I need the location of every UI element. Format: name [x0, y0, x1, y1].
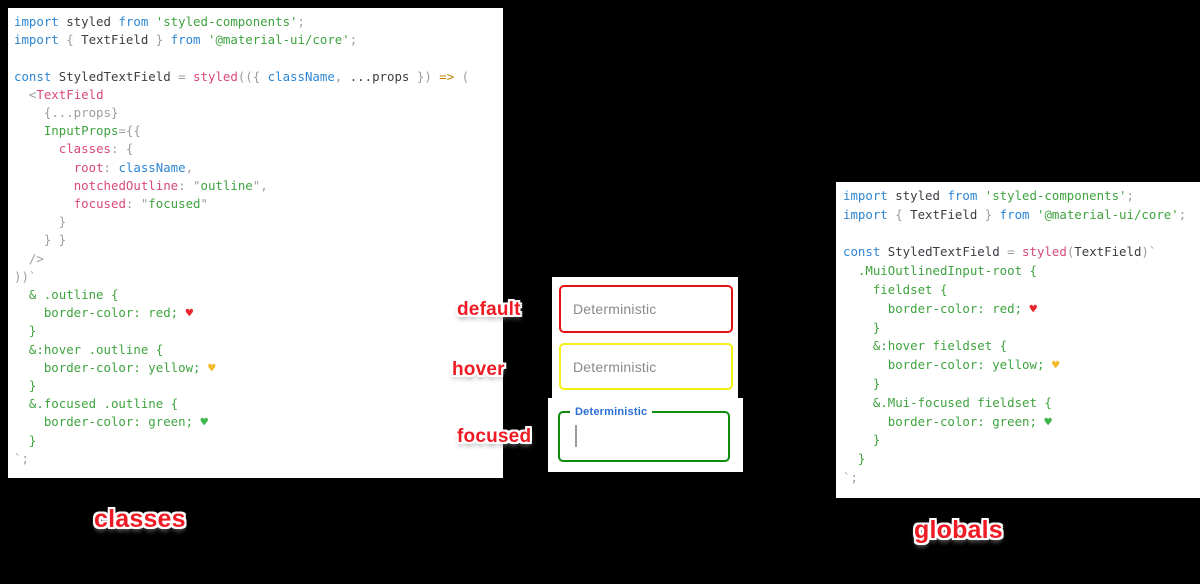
code-line: />: [14, 250, 44, 266]
code-line: }: [843, 375, 881, 391]
approach-label-classes: classes: [94, 505, 186, 533]
code-line: }: [843, 319, 881, 335]
textfield-default[interactable]: Deterministic: [559, 285, 733, 333]
code-line: `;: [843, 469, 858, 485]
code-line: border-color: yellow; ♥: [843, 357, 1060, 373]
code-line: .MuiOutlinedInput-root {: [843, 263, 1037, 279]
code-line: }: [14, 378, 37, 394]
code-line: border-color: red; ♥: [843, 300, 1037, 316]
code-line: import styled from 'styled-components';: [843, 188, 1134, 203]
code-line: fieldset {: [843, 281, 948, 297]
code-line: <TextField: [14, 86, 104, 102]
code-line: import { TextField } from '@material-ui/…: [14, 32, 358, 48]
classes-code-snippet: import styled from 'styled-components'; i…: [8, 8, 503, 478]
state-label-focused: focused: [457, 426, 532, 447]
code-line: border-color: yellow; ♥: [14, 359, 216, 375]
textfield-hover-placeholder: Deterministic: [573, 358, 657, 375]
code-line: focused: "focused": [73, 196, 208, 212]
code-line: notchedOutline: "outline",: [73, 177, 268, 193]
text-cursor: [575, 425, 577, 447]
code-line: }: [14, 323, 37, 339]
code-line: }: [14, 432, 37, 448]
code-line: border-color: green; ♥: [843, 413, 1052, 429]
code-line: ))`: [14, 268, 37, 284]
code-line: }: [843, 451, 866, 467]
code-line: &.Mui-focused fieldset {: [843, 394, 1052, 410]
code-line: }: [843, 432, 881, 448]
textfield-focused[interactable]: Deterministic: [558, 405, 730, 462]
code-line: border-color: green; ♥: [14, 414, 208, 430]
state-label-hover: hover: [452, 359, 505, 380]
code-line: import styled from 'styled-components';: [14, 14, 305, 29]
code-line: root: className,: [73, 159, 194, 175]
code-line: `;: [14, 450, 29, 466]
textfield-focused-label: Deterministic: [570, 405, 653, 419]
code-line: border-color: red; ♥: [14, 305, 194, 321]
approach-label-globals: globals: [914, 516, 1003, 544]
code-line: } }: [14, 232, 67, 248]
textfield-default-placeholder: Deterministic: [573, 301, 657, 317]
state-label-default: default: [457, 299, 521, 320]
code-line: classes: {: [58, 141, 134, 157]
code-line: {...props}: [14, 105, 119, 121]
code-line: InputProps={{: [43, 123, 141, 139]
textfield-hover[interactable]: Deterministic: [559, 343, 733, 390]
code-line: const StyledTextField = styled(TextField…: [843, 244, 1157, 260]
code-line: [14, 49, 503, 67]
code-line: & .outline {: [14, 287, 119, 303]
code-line: }: [14, 214, 67, 230]
code-line: const StyledTextField = styled(({ classN…: [14, 68, 470, 84]
code-line: [843, 225, 1200, 244]
globals-code-snippet: import styled from 'styled-components'; i…: [836, 182, 1200, 498]
code-line: &.focused .outline {: [14, 396, 179, 412]
code-line: import { TextField } from '@material-ui/…: [843, 206, 1187, 222]
code-line: &:hover fieldset {: [843, 338, 1008, 354]
code-line: &:hover .outline {: [14, 341, 164, 357]
